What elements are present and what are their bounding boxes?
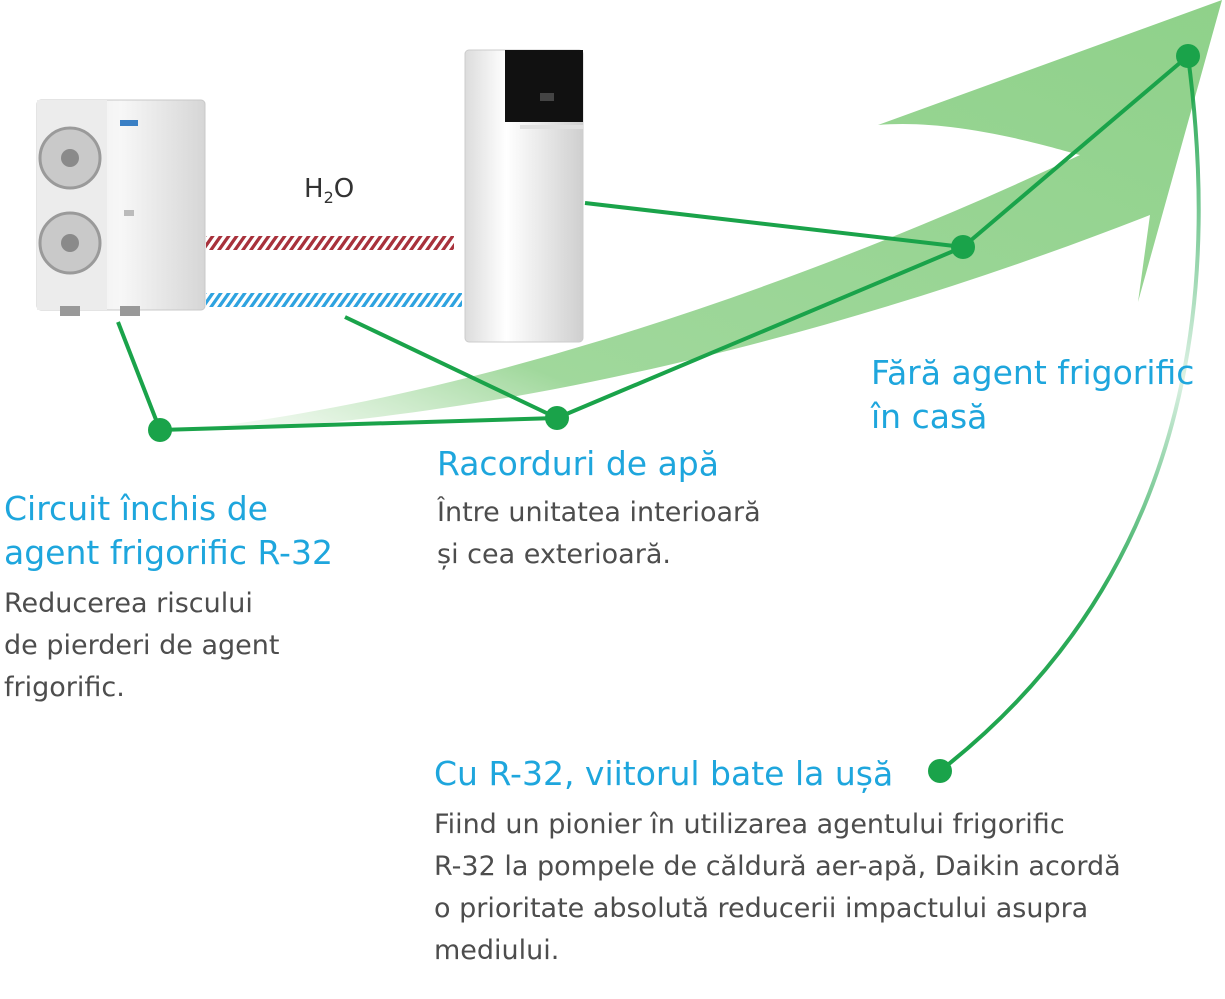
no-refrigerant-title: Fără agent frigorific în casă — [871, 353, 1195, 436]
h2o-label: H2O — [304, 174, 355, 208]
future-body: Fiind un pionier în utilizarea agentului… — [434, 809, 1121, 966]
water-title: Racorduri de apă — [437, 444, 719, 483]
circuit-title: Circuit închis de agent frigorific R-32 — [4, 489, 333, 572]
cold-water-pipe — [206, 293, 462, 307]
growth-arrow-icon — [160, 0, 1222, 432]
indoor-unit-icon — [464, 49, 584, 343]
hot-water-pipe — [206, 236, 454, 250]
water-body: Între unitatea interioară și cea exterio… — [437, 497, 761, 570]
future-connector-line — [938, 55, 1201, 773]
connector-dots — [148, 44, 1200, 783]
outdoor-unit-icon — [36, 99, 206, 316]
no-refrigerant-label: Fără agent frigorific în casă — [871, 351, 1194, 439]
circuit-body: Reducerea riscului de pierderi de agent … — [4, 588, 280, 703]
connector-lines — [116, 54, 1190, 432]
future-title: Cu R-32, viitorul bate la ușă — [434, 754, 894, 793]
future-label: Cu R-32, viitorul bate la ușă Fiind un p… — [434, 752, 1121, 972]
circuit-label: Circuit închis de agent frigorific R-32 … — [4, 487, 333, 709]
water-label: Racorduri de apă Între unitatea interioa… — [437, 442, 761, 576]
